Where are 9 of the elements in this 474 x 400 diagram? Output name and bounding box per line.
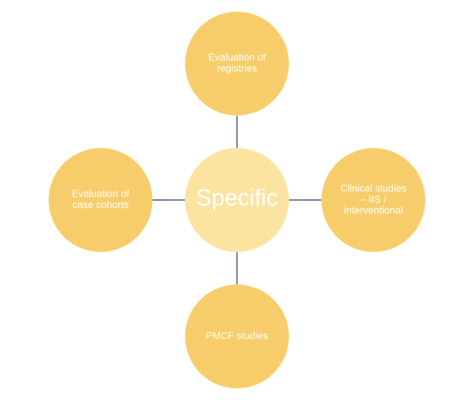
- node-circle: Evaluation of registries: [185, 12, 289, 116]
- connector: [236, 252, 238, 284]
- connector: [236, 116, 238, 148]
- connector: [288, 199, 322, 201]
- node-circle: Specific: [185, 148, 289, 252]
- connector: [152, 199, 185, 201]
- node-circle: PMCF studies: [185, 284, 289, 388]
- node-circle: Evaluation of case cohorts: [48, 148, 153, 252]
- node-circle: Clinical studies – IIS / interventional: [321, 148, 426, 252]
